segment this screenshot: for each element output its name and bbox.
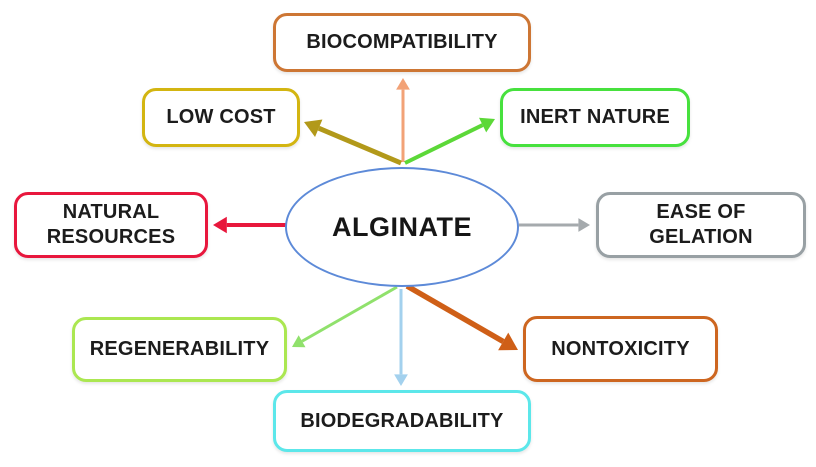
node-biocompatibility: BIOCOMPATIBILITY <box>273 13 531 72</box>
center-node-alginate-label: ALGINATE <box>332 211 472 242</box>
arrow-natural-resources <box>213 216 286 234</box>
node-low-cost: LOW COST <box>142 88 300 147</box>
node-nontoxicity-label: NONTOXICITY <box>551 337 690 360</box>
arrow-nontoxicity <box>405 283 518 351</box>
node-regenerability: REGENERABILITY <box>72 317 287 382</box>
node-inert-nature: INERT NATURE <box>500 88 690 147</box>
arrow-low-cost <box>304 119 402 166</box>
node-natural-resources: NATURAL RESOURCES <box>14 192 208 258</box>
node-inert-nature-label: INERT NATURE <box>520 106 670 128</box>
node-nontoxicity: NONTOXICITY <box>523 316 718 382</box>
node-low-cost-label: LOW COST <box>166 106 276 128</box>
node-regenerability-label: REGENERABILITY <box>89 338 270 360</box>
node-biocompatibility-label: BIOCOMPATIBILITY <box>306 31 498 53</box>
arrow-biocompatibility <box>396 78 410 162</box>
arrow-inert-nature <box>404 117 495 165</box>
arrow-ease-of-gelation <box>519 218 590 232</box>
node-ease-of-gelation-label: EASE OF GELATION <box>649 201 753 248</box>
arrow-biodegradability <box>394 289 408 386</box>
node-natural-resources-label: NATURAL RESOURCES <box>46 201 176 248</box>
node-ease-of-gelation: EASE OF GELATION <box>596 192 806 258</box>
node-biodegradability: BIODEGRADABILITY <box>273 390 531 452</box>
arrow-regenerability <box>292 285 398 348</box>
center-node-alginate: ALGINATE <box>285 167 519 287</box>
node-biodegradability-label: BIODEGRADABILITY <box>300 409 504 432</box>
